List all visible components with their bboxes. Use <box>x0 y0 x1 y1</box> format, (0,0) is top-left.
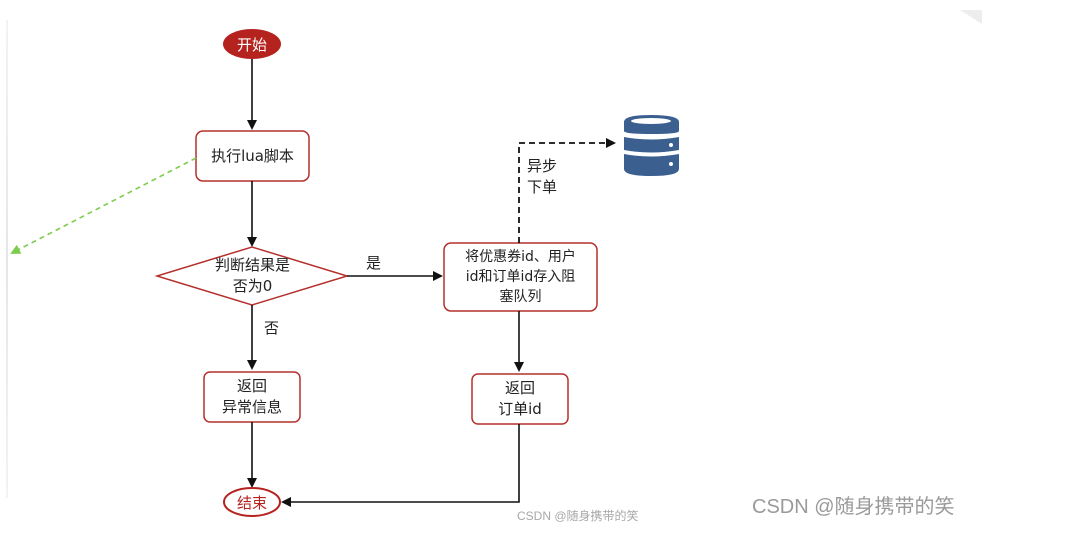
decision-label: 判断结果是 否为0 <box>180 253 325 299</box>
return-order-line-2: 订单id <box>498 400 542 418</box>
return-order-line-1: 返回 <box>504 379 535 397</box>
enqueue-box <box>443 242 598 312</box>
return-order-box <box>471 373 569 425</box>
end-terminal <box>223 487 281 517</box>
exec-lua-label: 执行lua脚本 <box>211 146 294 165</box>
frame-left-edge <box>6 20 8 498</box>
start-terminal <box>223 29 281 59</box>
start-label: 开始 <box>236 35 267 54</box>
enqueue-line-3: 塞队列 <box>499 289 542 305</box>
end-label: 结束 <box>236 493 267 512</box>
return-error-line-1: 返回 <box>236 377 267 395</box>
no-label: 否 <box>264 319 280 337</box>
watermark-small: CSDN @随身携带的笑 <box>517 509 639 523</box>
arrow-order-to-end <box>281 424 520 507</box>
decision-line-2: 否为0 <box>232 277 273 295</box>
async-line-2: 下单 <box>527 178 558 196</box>
async-line-1: 异步 <box>527 157 558 175</box>
database-icon <box>624 115 679 176</box>
return-error-line-2: 异常信息 <box>221 398 282 416</box>
decision-line-1: 判断结果是 <box>214 256 290 274</box>
arrow-async <box>518 138 616 243</box>
yes-label: 是 <box>366 254 382 272</box>
green-dashed-arrow <box>10 157 197 254</box>
return-error-label: 返回 异常信息 <box>204 372 300 422</box>
enqueue-line-1: 将优惠券id、用户 <box>465 249 576 265</box>
enqueue-line-2: id和订单id存入阻 <box>465 269 576 285</box>
enqueue-label: 将优惠券id、用户 id和订单id存入阻 塞队列 <box>444 243 597 311</box>
watermark-large: CSDN @随身携带的笑 <box>752 496 955 518</box>
async-label: 异步 下单 <box>527 156 557 198</box>
return-order-label: 返回 订单id <box>472 374 568 424</box>
